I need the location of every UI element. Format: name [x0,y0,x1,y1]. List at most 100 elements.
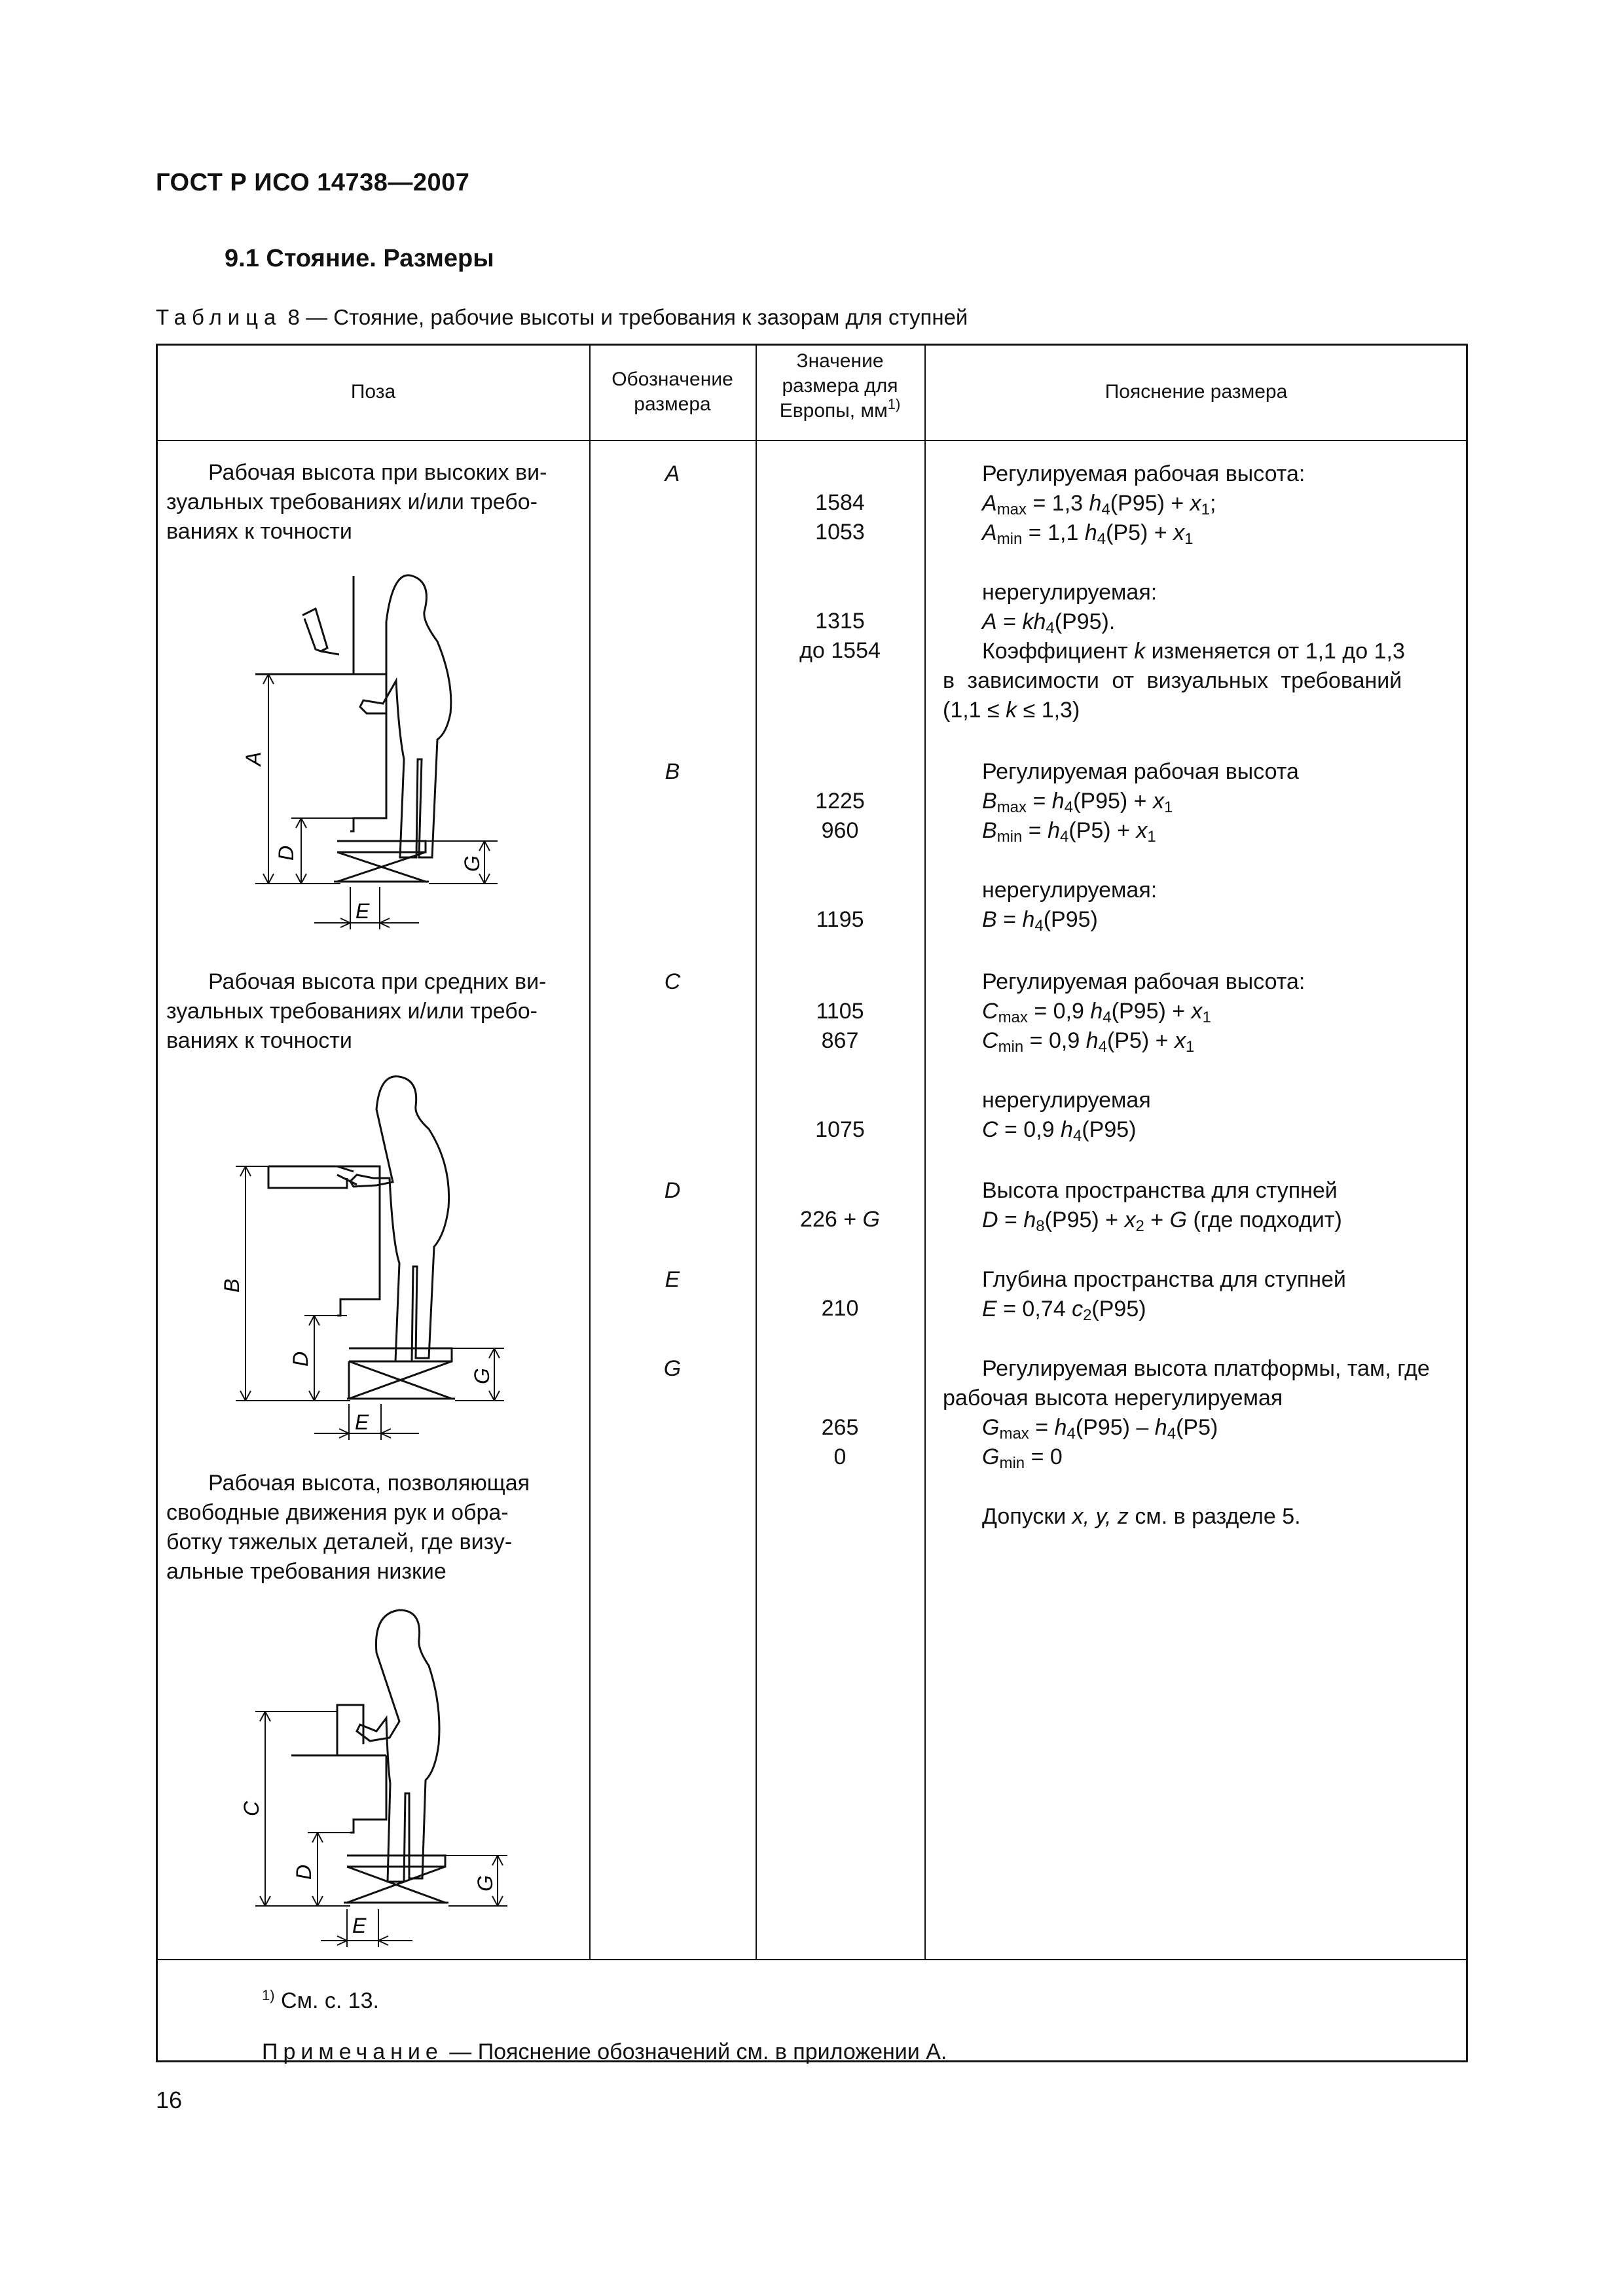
explanation-line: нерегулируемая [982,1088,1151,1113]
symbol-c: C [664,969,681,994]
formula-b-fixed: B = h4(P95) [982,907,1098,935]
explanation-c-adjustable: Регулируемая рабочая высота: Cmax = 0,9 … [943,967,1460,1056]
header-value: Значение размера для Европы, мм1) [756,349,924,423]
pose-line: ботку тяжелых деталей, где визу- [166,1530,513,1554]
formula-c-fixed: C = 0,9 h4(P95) [982,1117,1137,1145]
explanation-line: Регулируемая рабочая высота: [982,969,1305,994]
pose-line: Рабочая высота при высоких ви- [208,460,547,485]
value-c-fixed: 1075 [815,1117,865,1142]
table-caption-text: 8 — Стояние, рабочие высоты и требования… [282,305,968,329]
formula-c-min: Cmin = 0,9 h4(P5) + x1 [982,1028,1195,1056]
value-g-min: 0 [833,1444,847,1469]
explanation-c-fixed: нерегулируемая C = 0,9 h4(P95) [943,1086,1460,1145]
section-title: 9.1 Стояние. Размеры [225,245,494,272]
explanation-b-fixed: нерегулируемая: B = h4(P95) [943,876,1460,935]
formula-a-max: Amax = 1,3 h4(P95) + x1; [982,491,1216,518]
explanation-line: Высота пространства для ступней [982,1178,1338,1203]
header-value-line: размера для [782,375,898,397]
header-pose: Поза [350,381,396,403]
value-a-fixed-range: до 1554 [799,638,881,663]
explanation-line: рабочая высота нерегулируемая [943,1386,1283,1410]
value-a-min: 1053 [815,520,865,545]
value-d: 226 + G [800,1207,880,1232]
column-divider [756,344,757,1960]
table-caption-label: Таблица [156,305,282,329]
pose-line: ваниях к точности [166,519,352,544]
pose-line: Рабочая высота при средних ви- [208,969,547,994]
formula-e: E = 0,74 c2(P95) [982,1297,1146,1324]
footnote-mark: 1) [262,1987,275,2003]
figure-label: E [356,899,370,923]
formula-a-min: Amin = 1,1 h4(P5) + x1 [982,520,1194,548]
header-value-footnote: 1) [887,396,901,412]
formula-c-max: Cmax = 0,9 h4(P95) + x1 [982,999,1211,1026]
figure-low-precision: C D G E [240,1609,507,1947]
footnote: 1) См. с. 13. [262,1988,379,2014]
pose-line: альные требования низкие [166,1559,447,1584]
header-explanation: Пояснение размера [1104,381,1288,403]
explanation-b-adjustable: Регулируемая рабочая высота Bmax = h4(P9… [943,757,1460,846]
page-number: 16 [156,2087,183,2113]
formula-b-max: Bmax = h4(P95) + x1 [982,789,1173,816]
pose-high-precision: Рабочая высота при высоких ви- зуальных … [166,458,583,547]
header-value-line: Значение [796,350,884,372]
explanation-a-adjustable: Регулируемая рабочая высота: Amax = 1,3 … [943,459,1460,548]
formula-g-max: Gmax = h4(P95) – h4(P5) [982,1415,1218,1443]
figure-label: B [220,1279,244,1293]
value-b-fixed: 1195 [816,907,864,932]
explanation-g: Регулируемая высота платформы, там, где … [943,1354,1460,1472]
table-caption: Таблица 8 — Стояние, рабочие высоты и тр… [156,305,968,330]
header-value-line: Европы, мм1) [756,396,924,423]
symbol-b: B [665,759,680,784]
header-designation-line: размера [634,393,711,415]
column-divider [924,344,926,1960]
note: Примечание — Пояснение обозначений см. в… [262,2039,947,2065]
header-designation: Обозначение размера [589,367,756,417]
figure-medium-precision: B D G E [220,1075,504,1440]
value-a-fixed: 1315 [815,609,865,634]
footnote-text: См. с. 13. [274,1988,379,2013]
figure-label: D [292,1865,316,1880]
pose-line: свободные движения рук и обра- [166,1500,509,1525]
figure-label: D [274,846,298,861]
explanation-line: Допуски x, y, z см. в разделе 5. [982,1504,1301,1529]
note-text: — Пояснение обозначений см. в приложении… [443,2039,947,2064]
figure-label: G [473,1875,497,1892]
explanation-line: (1,1 ≤ k ≤ 1,3) [943,698,1080,723]
value-c-max: 1105 [816,999,864,1024]
value-b-max: 1225 [815,789,865,814]
header-designation-line: Обозначение [611,368,733,390]
figure-label: E [352,1914,367,1937]
explanation-line: нерегулируемая: [982,878,1158,903]
pose-low-precision: Рабочая высота, позволяющая свободные дв… [166,1469,583,1587]
pose-line: Рабочая высота, позволяющая [208,1471,530,1496]
header-divider [156,440,1468,441]
column-divider [589,344,591,1960]
explanation-line: в зависимости от визуальных требований [943,668,1402,693]
explanation-tolerances: Допуски x, y, z см. в разделе 5. [943,1502,1460,1532]
value-g-max: 265 [821,1415,859,1440]
symbol-d: D [664,1178,681,1203]
figure-label: D [289,1352,312,1367]
figure-label: C [240,1801,263,1816]
pose-line: ваниях к точности [166,1028,352,1053]
formula-g-min: Gmin = 0 [982,1444,1063,1472]
explanation-line: Регулируемая рабочая высота: [982,461,1305,486]
explanation-d: Высота пространства для ступней D = h8(P… [943,1176,1460,1235]
value-e: 210 [821,1296,859,1321]
figure-label: A [242,752,265,767]
dimensions-table [156,344,1468,2062]
explanation-line: Коэффициент k изменяется от 1,1 до 1,3 [982,639,1405,664]
figure-high-precision: A D G E [242,574,498,929]
explanation-line: Регулируемая рабочая высота [982,759,1299,784]
figure-label: E [355,1410,369,1434]
pose-medium-precision: Рабочая высота при средних ви- зуальных … [166,967,583,1056]
value-a-max: 1584 [815,490,865,515]
symbol-e: E [665,1267,680,1292]
document-code: ГОСТ Р ИСО 14738—2007 [156,169,470,196]
formula-b-min: Bmin = h4(P5) + x1 [982,818,1156,846]
symbol-a: A [665,461,680,486]
explanation-e: Глубина пространства для ступней E = 0,7… [943,1265,1460,1324]
note-label: Примечание [262,2039,443,2064]
pose-line: зуальных требованиях и/или требо- [166,999,538,1024]
